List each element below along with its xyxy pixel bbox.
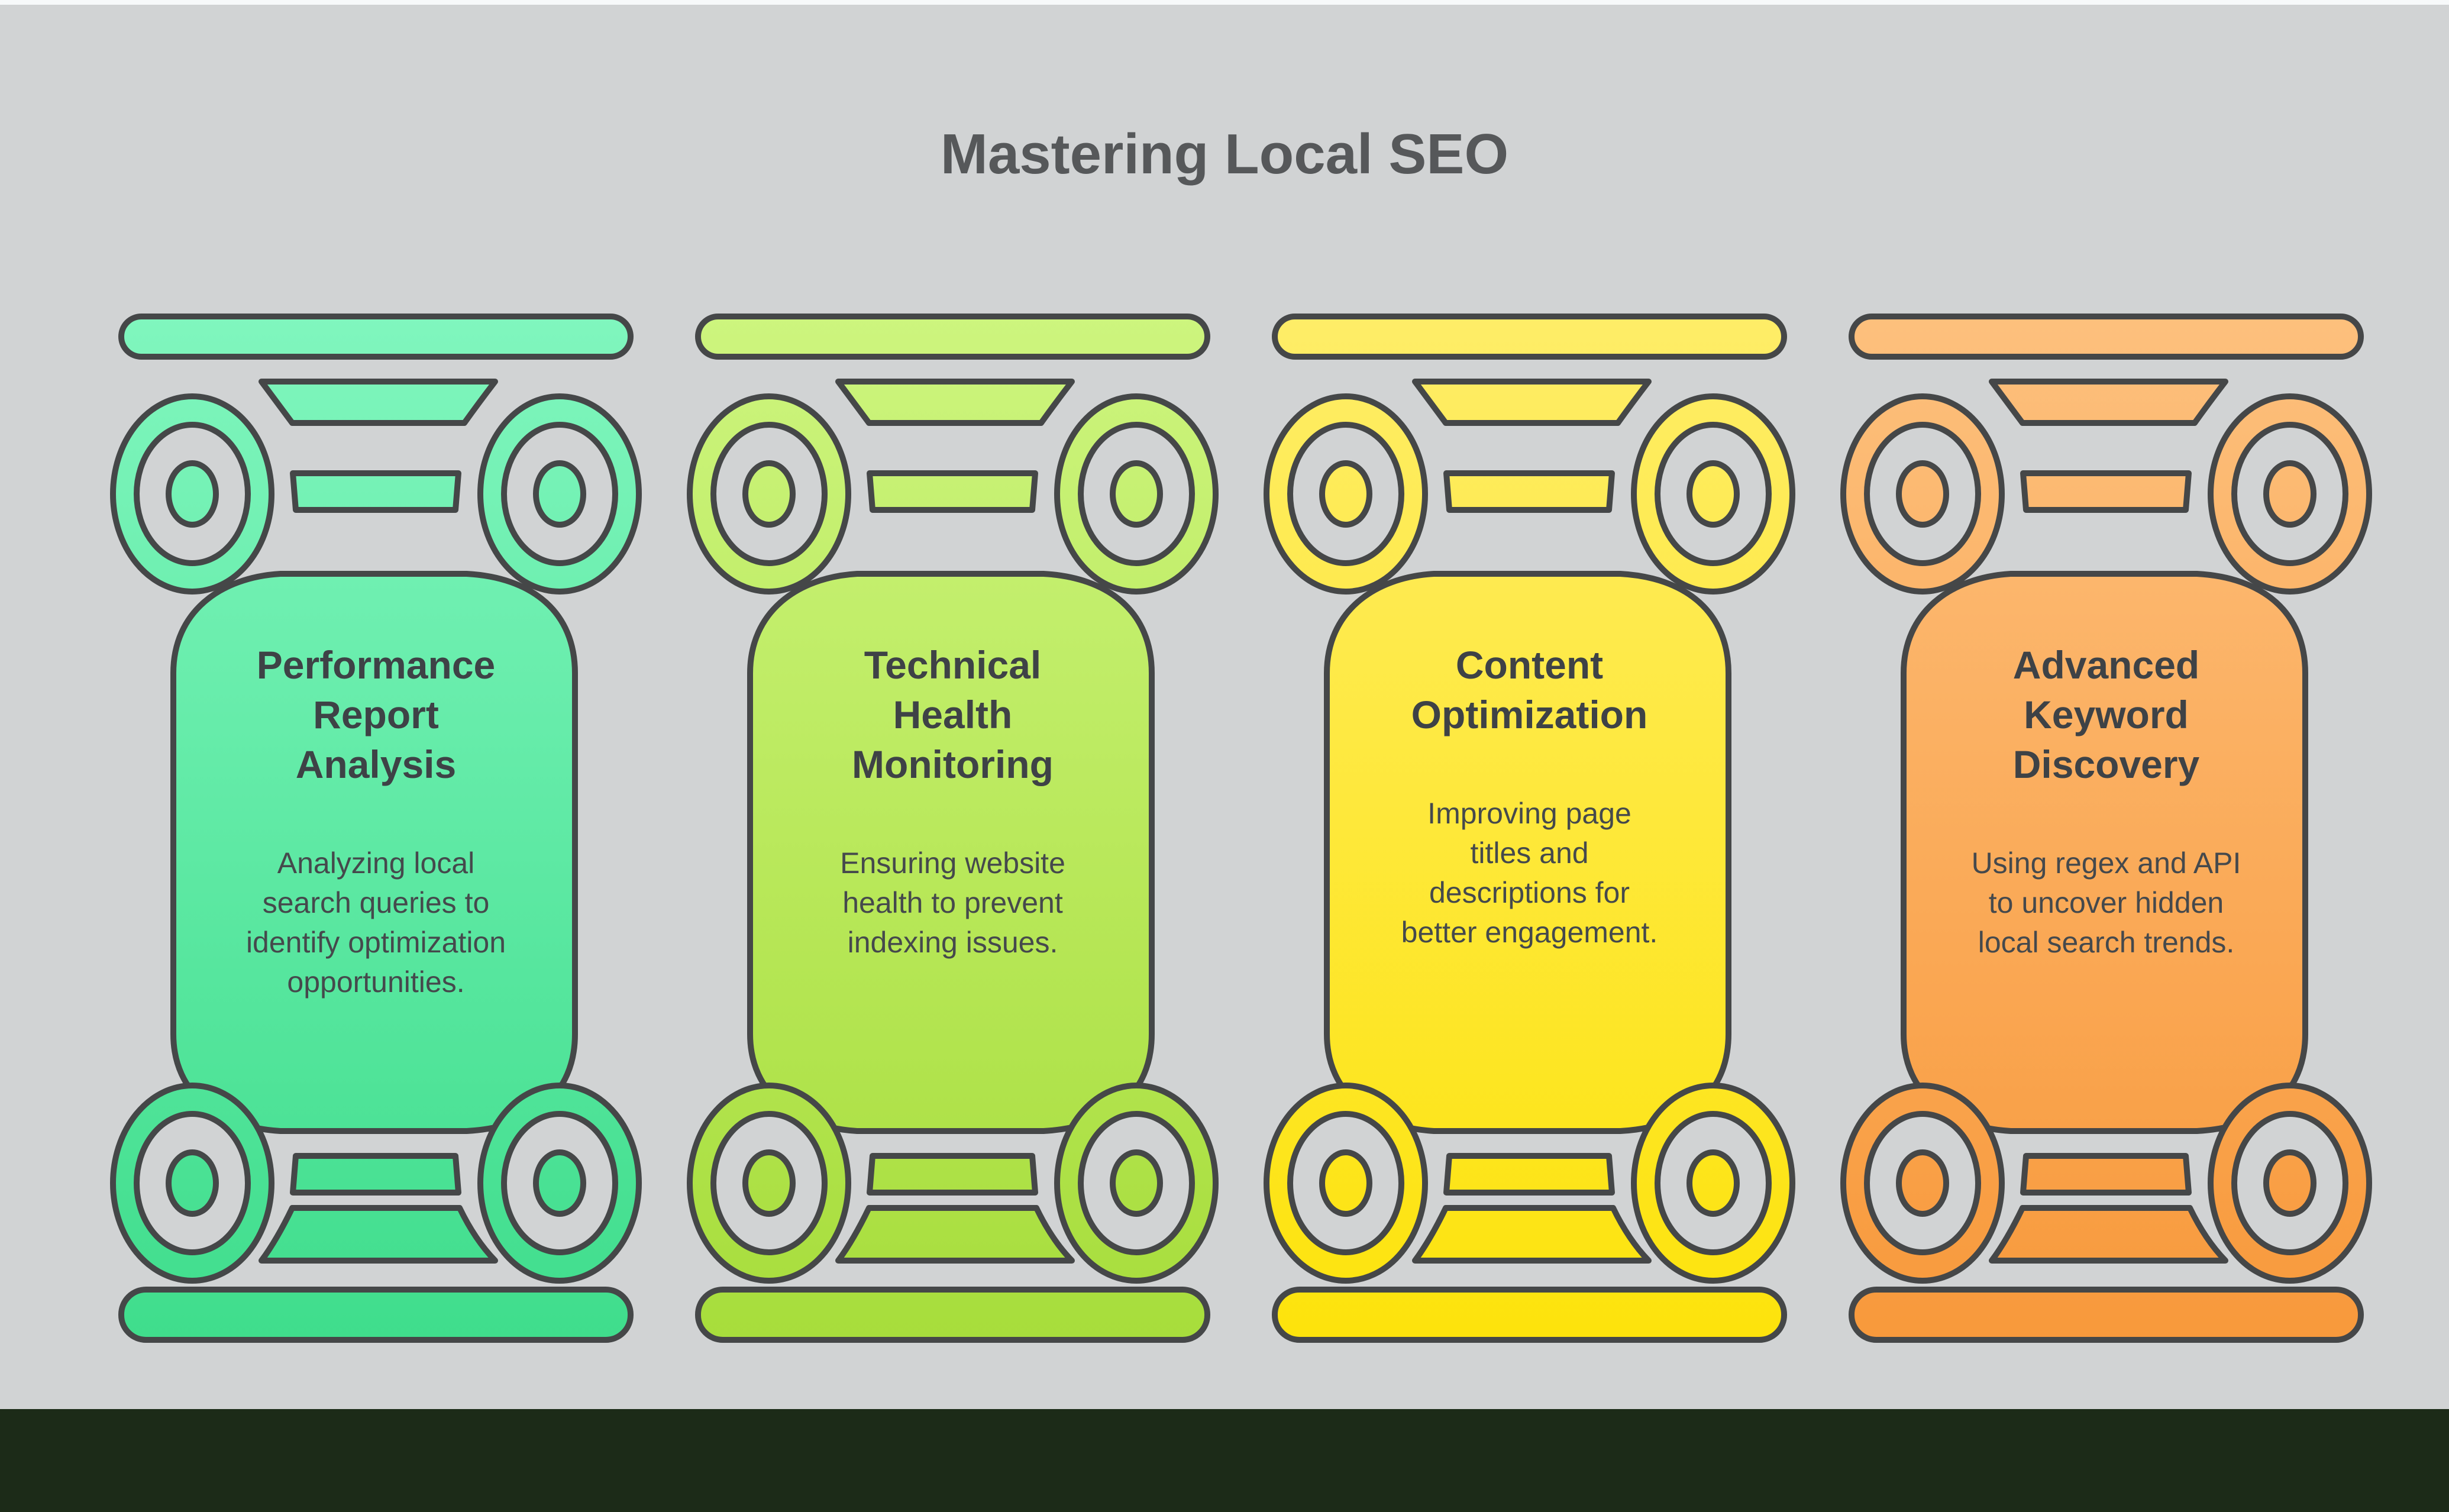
base-bottom-bar — [1272, 1287, 1787, 1343]
column-pillar-graphic — [1264, 314, 1795, 1343]
pillar-text-block: Technical Health Monitoring Ensuring web… — [754, 640, 1151, 962]
capital-neck-bar-bottom — [867, 1153, 1038, 1196]
column-pillar-icon — [687, 314, 1219, 1343]
abacus-top-bar — [1272, 314, 1787, 360]
column-pillar-graphic — [687, 314, 1219, 1343]
volute-center — [166, 1149, 219, 1217]
volute-center — [2263, 1149, 2316, 1217]
abacus-top-bar — [1849, 314, 2364, 360]
capital-neck-bar-top — [290, 470, 461, 513]
pillar-content-optimization: Content Optimization Improving page titl… — [1264, 314, 1795, 1343]
capital-neck-bar-top — [2020, 470, 2192, 513]
pillar-title: Content Optimization — [1411, 643, 1648, 736]
volute-center — [1319, 460, 1372, 528]
capital-echinus-bottom — [1989, 1205, 2228, 1264]
pillar-title: Performance Report Analysis — [256, 643, 496, 786]
base-bottom-bar — [695, 1287, 1210, 1343]
page-title: Mastering Local SEO — [940, 122, 1509, 186]
capital-neck-bar-bottom — [2020, 1153, 2192, 1196]
pillar-text-block: Performance Report Analysis Analyzing lo… — [177, 640, 574, 1002]
volute-center — [742, 460, 796, 528]
capital-echinus-bottom — [1412, 1205, 1652, 1264]
abacus-top-bar — [695, 314, 1210, 360]
pillar-description: Using regex and API to uncover hidden lo… — [1971, 847, 2241, 959]
capital-echinus-top — [1989, 379, 2228, 426]
column-shaft — [1901, 571, 2308, 1134]
volute-center — [1686, 460, 1740, 528]
volute-center — [1110, 1149, 1163, 1217]
abacus-top-bar — [118, 314, 634, 360]
column-pillar-graphic — [1840, 314, 2372, 1343]
base-bottom-bar — [118, 1287, 634, 1343]
volute-center — [742, 1149, 796, 1217]
capital-echinus-top — [259, 379, 498, 426]
column-shaft — [1324, 571, 1731, 1134]
volute-center — [1896, 1149, 1949, 1217]
pillar-text-block: Content Optimization Improving page titl… — [1331, 640, 1728, 952]
pillar-description: Improving page titles and descriptions f… — [1401, 797, 1658, 949]
pillar-title: Technical Health Monitoring — [852, 643, 1054, 786]
pillar-advanced-keyword-discovery: Advanced Keyword Discovery Using regex a… — [1840, 314, 2372, 1343]
volute-center — [533, 460, 586, 528]
volute-center — [1110, 460, 1163, 528]
capital-echinus-top — [835, 379, 1075, 426]
column-pillar-icon — [110, 314, 642, 1343]
capital-echinus-bottom — [259, 1205, 498, 1264]
pillar-technical-health-monitoring: Technical Health Monitoring Ensuring web… — [687, 314, 1219, 1343]
base-bottom-bar — [1849, 1287, 2364, 1343]
column-pillar-icon — [1840, 314, 2372, 1343]
capital-neck-bar-top — [1443, 470, 1615, 513]
capital-neck-bar-top — [867, 470, 1038, 513]
volute-center — [1896, 460, 1949, 528]
pillar-description: Ensuring website health to prevent index… — [840, 847, 1065, 959]
capital-echinus-top — [1412, 379, 1652, 426]
capital-neck-bar-bottom — [1443, 1153, 1615, 1196]
column-pillar-icon — [1264, 314, 1795, 1343]
pillar-row: Performance Report Analysis Analyzing lo… — [110, 314, 2372, 1343]
pillar-performance-report-analysis: Performance Report Analysis Analyzing lo… — [110, 314, 642, 1343]
capital-echinus-bottom — [835, 1205, 1075, 1264]
column-shaft — [170, 571, 578, 1134]
pillar-title: Advanced Keyword Discovery — [2012, 643, 2200, 786]
volute-center — [1686, 1149, 1740, 1217]
volute-center — [1319, 1149, 1372, 1217]
pillar-description: Analyzing local search queries to identi… — [245, 847, 506, 999]
top-strip — [0, 0, 2449, 5]
column-pillar-graphic — [110, 314, 642, 1343]
column-shaft — [747, 571, 1155, 1134]
volute-center — [166, 460, 219, 528]
footer-bar — [0, 1409, 2449, 1512]
capital-neck-bar-bottom — [290, 1153, 461, 1196]
volute-center — [2263, 460, 2316, 528]
volute-center — [533, 1149, 586, 1217]
pillar-text-block: Advanced Keyword Discovery Using regex a… — [1908, 640, 2305, 962]
